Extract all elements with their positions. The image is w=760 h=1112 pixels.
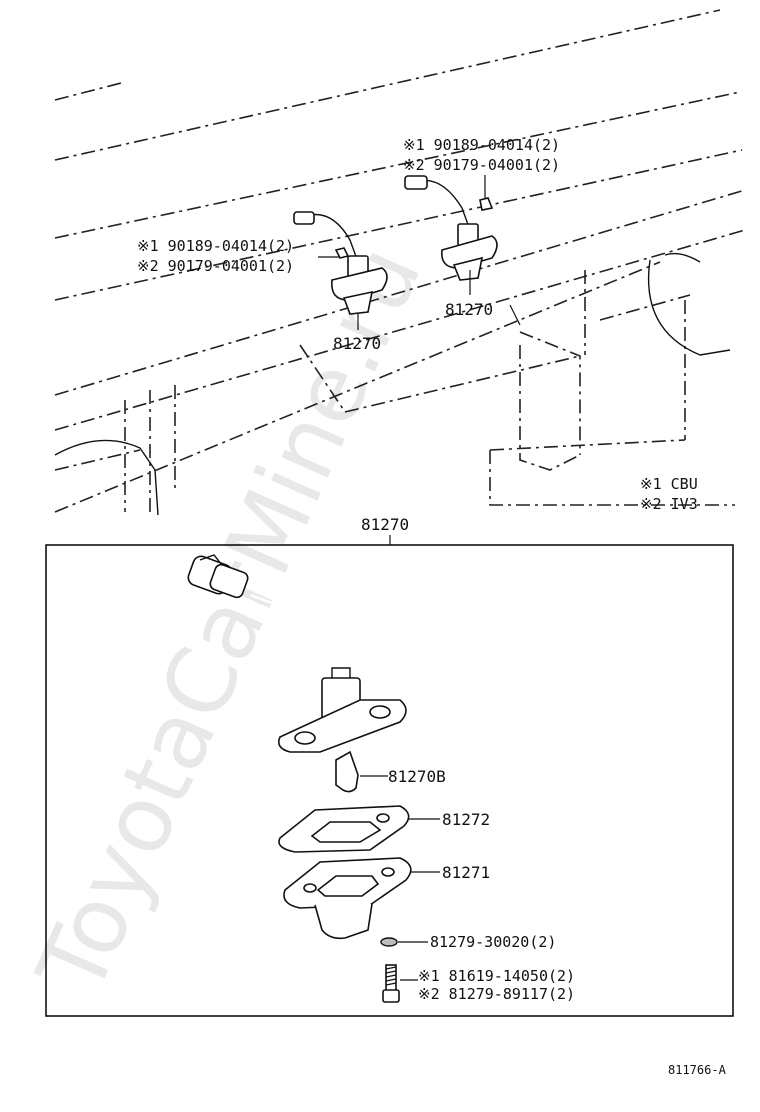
label-lamp-right: 81270 bbox=[445, 300, 493, 319]
legend-note-1: ※1 CBU bbox=[640, 475, 698, 493]
screw-part bbox=[382, 964, 418, 1003]
callout-top-right-line2: ※2 90179-04001(2) bbox=[403, 156, 560, 174]
bulb-part bbox=[335, 750, 388, 793]
label-gasket: 81272 bbox=[442, 810, 490, 829]
housing-part bbox=[283, 857, 440, 940]
callout-top-right-line1: ※1 90189-04014(2) bbox=[403, 136, 560, 154]
vehicle-body-outline bbox=[54, 9, 746, 516]
gasket-part bbox=[278, 805, 440, 853]
label-washer: 81279-30020(2) bbox=[430, 933, 556, 951]
callout-top-left-line1: ※1 90189-04014(2) bbox=[137, 237, 294, 255]
legend-note-2: ※2 IV3 bbox=[640, 495, 698, 513]
lamp-assembly-left bbox=[293, 211, 388, 315]
diagram-code: 811766-A bbox=[668, 1063, 727, 1077]
label-housing: 81271 bbox=[442, 863, 490, 882]
detail-box-title: 81270 bbox=[361, 515, 409, 534]
lamp-socket-with-wire bbox=[187, 554, 407, 753]
label-lamp-left: 81270 bbox=[333, 334, 381, 353]
callout-top-left-line2: ※2 90179-04001(2) bbox=[137, 257, 294, 275]
washer-part bbox=[380, 937, 428, 947]
detail-box-frame bbox=[45, 544, 734, 1017]
label-screw-line2: ※2 81279-89117(2) bbox=[418, 985, 575, 1003]
label-bulb: 81270B bbox=[388, 767, 446, 786]
lamp-assembly-right bbox=[404, 175, 498, 281]
label-screw-line1: ※1 81619-14050(2) bbox=[418, 967, 575, 985]
